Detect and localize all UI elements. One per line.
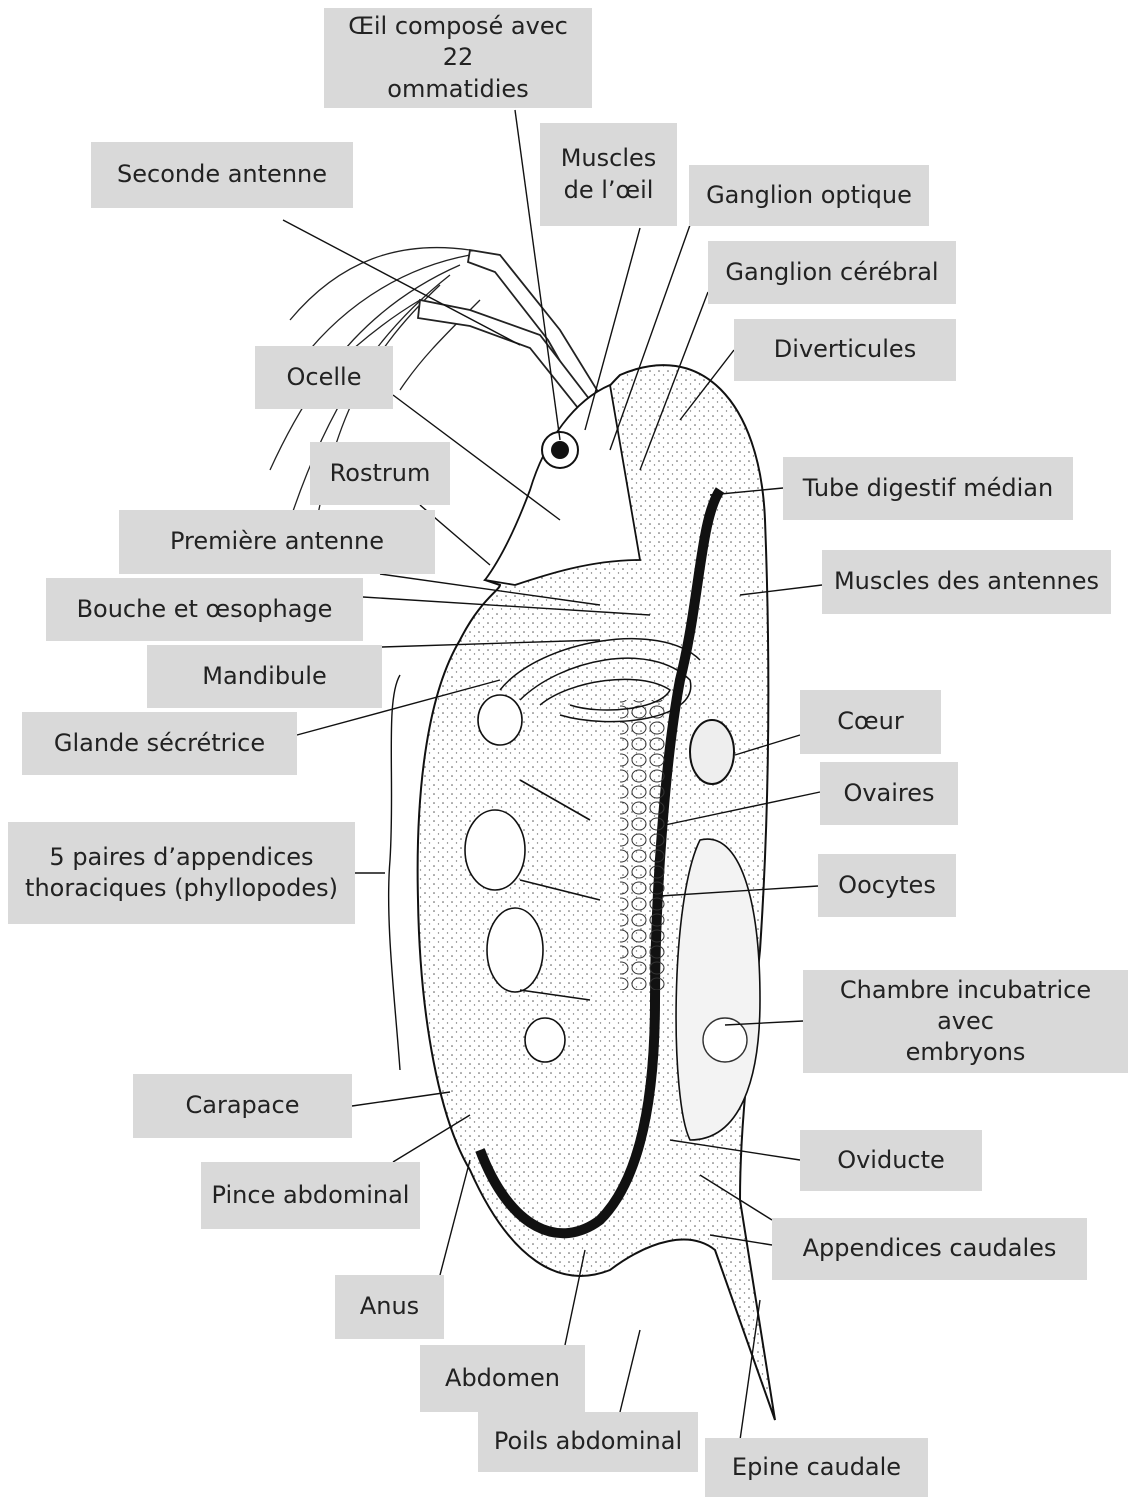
ovary-cells [620, 700, 665, 990]
label-diverticula: Diverticules [734, 319, 956, 381]
label-antenna-muscles: Muscles des antennes [822, 550, 1111, 614]
label-ocellus: Ocelle [255, 346, 393, 409]
label-eye-muscles: Muscles de l’œil [540, 123, 677, 226]
label-carapace: Carapace [133, 1074, 352, 1138]
label-anus: Anus [335, 1275, 444, 1339]
second-antenna [418, 250, 600, 408]
heart [690, 720, 734, 784]
label-caudal-appendages: Appendices caudales [772, 1218, 1087, 1280]
label-brood-chamber: Chambre incubatrice avec embryons [803, 970, 1128, 1073]
label-thoracic-appendages: 5 paires d’appendices thoraciques (phyll… [8, 822, 355, 924]
label-midgut: Tube digestif médian [783, 457, 1073, 520]
label-heart: Cœur [800, 690, 941, 754]
label-optic-ganglion: Ganglion optique [689, 165, 929, 226]
label-oviduct: Oviducte [800, 1130, 982, 1191]
label-mouth-esophagus: Bouche et œsophage [46, 578, 363, 641]
label-rostrum: Rostrum [310, 442, 450, 505]
label-ovaries: Ovaires [820, 762, 958, 825]
brood-chamber [676, 839, 760, 1140]
label-caudal-spine: Epine caudale [705, 1438, 928, 1497]
label-cerebral-ganglion: Ganglion cérébral [708, 241, 956, 304]
label-first-antenna: Première antenne [119, 510, 435, 574]
label-abdominal-setae: Poils abdominal [478, 1412, 698, 1472]
label-mandible: Mandibule [147, 645, 382, 708]
label-abdomen: Abdomen [420, 1345, 585, 1412]
label-abdominal-claw: Pince abdominal [201, 1162, 420, 1229]
label-oocytes: Oocytes [818, 854, 956, 917]
label-second-antenna: Seconde antenne [91, 142, 353, 208]
label-secretory-gland: Glande sécrétrice [22, 712, 297, 775]
label-compound-eye: Œil composé avec 22 ommatidies [324, 8, 592, 108]
